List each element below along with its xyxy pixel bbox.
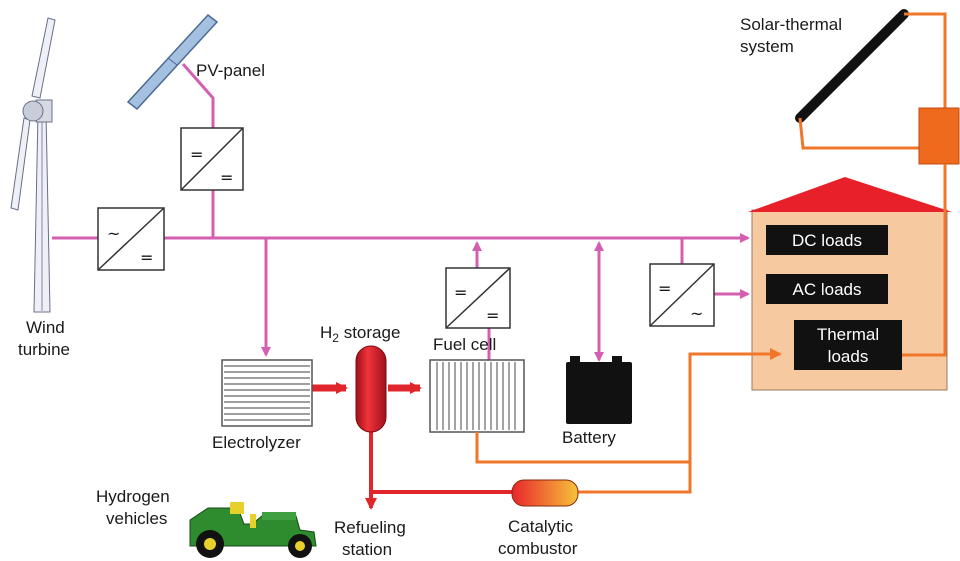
converter-load-dcac: = ~ xyxy=(649,263,715,327)
hydrogen-flow xyxy=(312,382,512,510)
thermal-loads-label-line2: loads xyxy=(828,347,869,366)
converter-symbol-top: = xyxy=(454,283,467,302)
electrolyzer xyxy=(221,359,313,427)
solar-thermal-label-line2: system xyxy=(740,37,794,56)
thermal-loads-label-line1: Thermal xyxy=(817,325,879,344)
pv-panel-label: PV-panel xyxy=(196,61,265,80)
converter-symbol-bottom: = xyxy=(486,306,499,325)
catalytic-combustor xyxy=(511,479,579,507)
converter-wind-acdc: ~ = xyxy=(97,207,165,271)
hydrogen-vehicles-label-line2: vehicles xyxy=(106,509,167,528)
solar-thermal-system xyxy=(795,9,960,357)
ac-loads-box: AC loads xyxy=(766,274,888,304)
dc-loads-box: DC loads xyxy=(766,225,888,255)
battery xyxy=(566,356,632,424)
converter-symbol-top: = xyxy=(658,279,671,298)
ac-loads-label: AC loads xyxy=(793,280,862,299)
h2-storage-tank xyxy=(355,345,387,433)
dc-bus xyxy=(52,63,750,362)
solar-thermal-storage-tank xyxy=(918,107,960,165)
converter-symbol-bottom: = xyxy=(220,168,233,187)
dc-loads-label: DC loads xyxy=(792,231,862,250)
heat-flow xyxy=(475,348,782,494)
hydrogen-vehicles-label-line1: Hydrogen xyxy=(96,487,170,506)
electrolyzer-label: Electrolyzer xyxy=(212,433,301,452)
wind-turbine-label-line1: Wind xyxy=(26,318,65,337)
fuel-cell-label: Fuel cell xyxy=(433,335,496,354)
refueling-station-label-line1: Refueling xyxy=(334,518,406,537)
pv-panel xyxy=(126,13,219,111)
h2-storage-label: H2 storage xyxy=(320,323,400,345)
converter-symbol-bottom: ~ xyxy=(690,304,703,323)
solar-thermal-label-line1: Solar-thermal xyxy=(740,15,842,34)
converter-symbol-top: = xyxy=(190,145,203,164)
battery-label: Battery xyxy=(562,428,616,447)
converter-symbol-top: ~ xyxy=(107,224,120,243)
thermal-loads-box: Thermal loads xyxy=(794,320,902,370)
converter-symbol-bottom: = xyxy=(140,248,153,267)
catalytic-combustor-label-line2: combustor xyxy=(498,539,578,558)
wind-turbine-label-line2: turbine xyxy=(18,340,70,359)
catalytic-combustor-label-line1: Catalytic xyxy=(508,517,574,536)
converter-pv-dcdc: = = xyxy=(180,127,244,191)
hydrogen-vehicle xyxy=(189,502,317,558)
fuel-cell xyxy=(429,359,525,433)
house-roof xyxy=(748,177,952,212)
refueling-station-label-line2: station xyxy=(342,540,392,559)
converter-fuelcell-dcdc: = = xyxy=(445,267,511,329)
wind-turbine xyxy=(10,17,56,313)
